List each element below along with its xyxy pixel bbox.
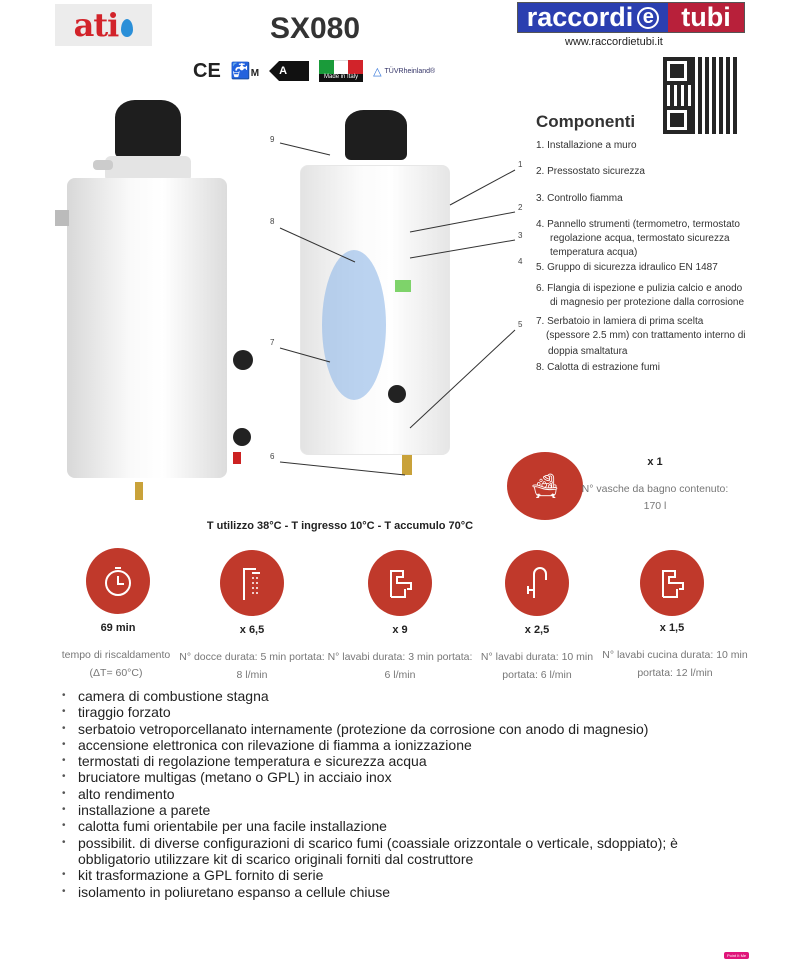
feature-item: tiraggio forzato (62, 704, 752, 721)
bathtub-volume: 170 l (643, 500, 667, 512)
component-item: 1. Installazione a muro (536, 140, 637, 151)
qr-code[interactable] (663, 57, 740, 134)
stopwatch-icon (86, 548, 150, 614)
feature-item: termostati di regolazione temperatura e … (62, 753, 752, 770)
feature-list: camera di combustione stagna tiraggio fo… (62, 688, 752, 900)
basin-tap-icon (640, 550, 704, 616)
ce-mark: CE (193, 59, 221, 82)
component-item: temperatura acqua) (550, 247, 638, 258)
component-item: 2. Pressostato sicurezza (536, 166, 645, 177)
component-item: 5. Gruppo di sicurezza idraulico EN 1487 (536, 262, 718, 273)
callout-8: 8 (270, 217, 275, 226)
component-item: 3. Controllo fiamma (536, 193, 623, 204)
point-it-badge[interactable]: Point It Me (724, 952, 750, 959)
conditions-heading: T utilizzo 38°C - T ingresso 10°C - T ac… (206, 520, 474, 532)
certifications: CE 🚰M A Made in Italy △TÜVRheinland® (193, 60, 435, 82)
component-item: 6. Flangia di ispezione e pulizia calcio… (536, 283, 743, 294)
callout-4: 4 (518, 257, 523, 266)
callout-9: 9 (270, 135, 275, 144)
callout-6: 6 (270, 452, 275, 461)
feature-item: isolamento in poliuretano espanso a cell… (62, 884, 752, 901)
model-title: SX080 (269, 12, 361, 45)
bathtub-icon: 🛁︎ (507, 452, 583, 520)
callout-2: 2 (518, 203, 523, 212)
flue-cap (115, 100, 181, 158)
feature-item: alto rendimento (62, 786, 752, 803)
feature-item: serbatoio vetroporcellanato internamente… (62, 721, 752, 738)
bathtub-value: x 1 (647, 456, 663, 468)
feature-item: accensione elettronica con rilevazione d… (62, 737, 752, 754)
callout-lines (279, 142, 516, 476)
component-item: doppia smaltatura (548, 346, 628, 357)
italian-flag-icon: Made in Italy (319, 60, 364, 82)
heater-image-cutaway (300, 110, 450, 480)
feature-item: possibilit. di diverse configurazioni di… (62, 835, 752, 868)
component-item: (spessore 2.5 mm) con trattamento intern… (546, 330, 746, 341)
callout-1: 1 (518, 160, 523, 169)
ati-logo: ati (55, 4, 152, 46)
tap-icon: 🚰M (230, 63, 260, 80)
bathtub-label: N° vasche da bagno contenuto: (581, 483, 729, 495)
feature-item: camera di combustione stagna (62, 688, 752, 705)
feature-item: kit trasformazione a GPL fornito di seri… (62, 867, 752, 884)
callout-3: 3 (518, 231, 523, 240)
tuv-logo: △TÜVRheinland® (373, 65, 436, 78)
callout-7: 7 (270, 338, 275, 347)
feature-item: calotta fumi orientabile per una facile … (62, 818, 752, 835)
shower-icon (220, 550, 284, 616)
component-item: 4. Pannello strumenti (termometro, termo… (536, 219, 740, 230)
basin-tap-icon (368, 550, 432, 616)
feature-item: bruciatore multigas (metano o GPL) in ac… (62, 769, 752, 786)
callout-5: 5 (518, 320, 523, 329)
component-item: 7. Serbatoio in lamiera di prima scelta (536, 316, 704, 327)
components-title: Componenti (536, 112, 636, 131)
kitchen-tap-icon (505, 550, 569, 616)
feature-item: installazione a parete (62, 802, 752, 819)
energy-class-label: A (269, 61, 310, 81)
component-item: 8. Calotta di estrazione fumi (536, 362, 660, 373)
water-drop-icon (121, 19, 134, 37)
component-item: regolazione acqua, termostato sicurezza (550, 233, 730, 244)
heater-image-front (55, 100, 265, 500)
retailer-url[interactable]: www.raccordietubi.it (565, 36, 663, 48)
component-item: di magnesio per protezione dalla corrosi… (550, 297, 745, 308)
